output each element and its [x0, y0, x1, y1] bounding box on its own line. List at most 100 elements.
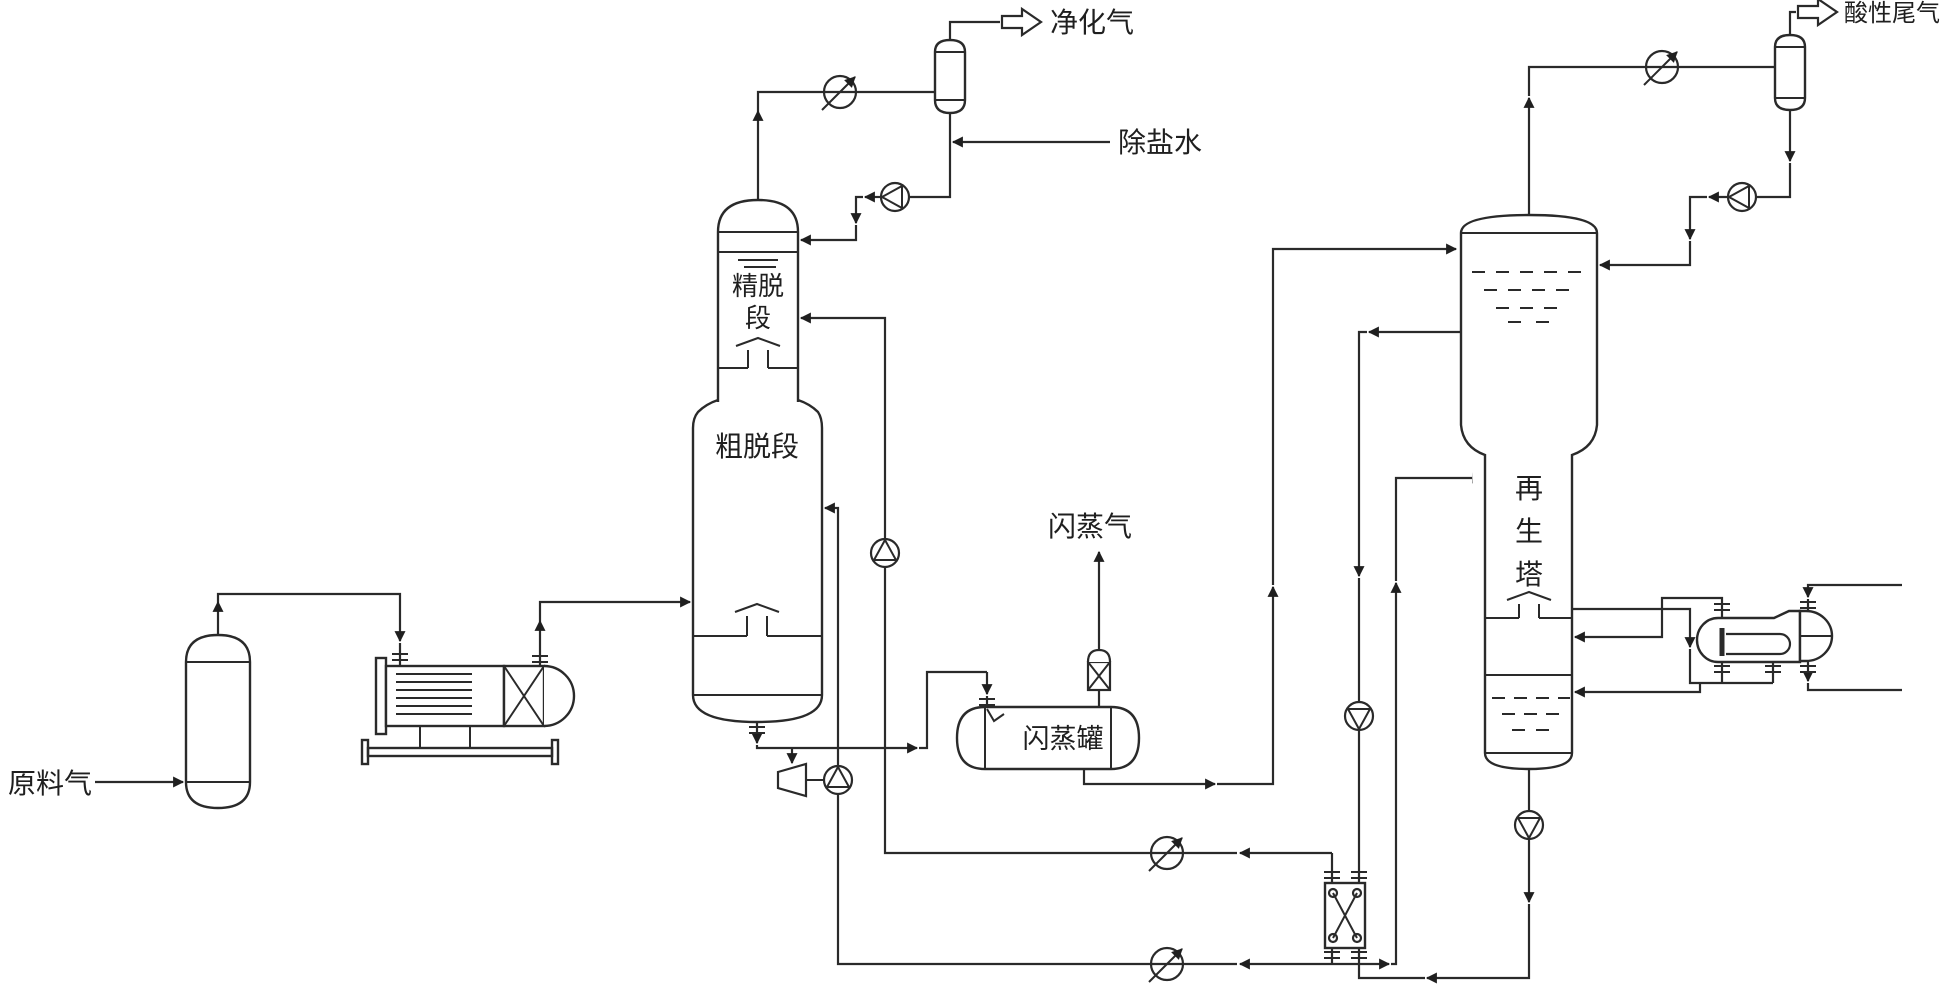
- compressor-base-flange-left: [360, 738, 370, 766]
- plate-hx-port: [1351, 932, 1363, 944]
- reflux-pot: [1773, 33, 1807, 112]
- knockout-drum: [184, 633, 252, 810]
- purified-gas-block-arrow-icon: [1000, 6, 1043, 38]
- semilean-downcomer: [1353, 330, 1367, 578]
- washwater-drop: [850, 195, 863, 225]
- pump-icon: [1513, 809, 1545, 841]
- regen-feed-entry: [1394, 472, 1484, 581]
- regen-label-2: 生: [1515, 516, 1543, 547]
- feed-gas-label: 原料气: [8, 768, 92, 799]
- compressor-base-flange-right: [550, 738, 560, 766]
- fine-section-label-1: 精脱: [732, 271, 784, 301]
- washwater-to-column: [799, 225, 858, 246]
- regen-label-1: 再: [1515, 473, 1543, 504]
- cooler-diagonal-arrow: [1148, 948, 1183, 983]
- plate-hx-port: [1327, 887, 1339, 899]
- piping-network: [95, 10, 1902, 984]
- regen-label-3: 塔: [1515, 559, 1543, 590]
- fine-section-tray-distributor: [718, 251, 798, 268]
- pump-triangle-down: [1346, 708, 1372, 732]
- purified-gas-label: 净化气: [1050, 7, 1134, 38]
- cooler-diagonal-arrow: [1148, 837, 1183, 872]
- reflux-pot-tangents: [1775, 46, 1805, 99]
- pump-triangle-up: [872, 537, 898, 561]
- regen-bottoms-pump: [1513, 809, 1545, 841]
- vent-fitting-x: [1087, 661, 1111, 691]
- reboiler-bottom-header: [1688, 649, 1773, 685]
- fine-section-chimney: [718, 336, 798, 369]
- semilean-west: [836, 794, 1237, 966]
- compressor-legs: [419, 726, 471, 748]
- acid-gas-block-arrow-icon: [1796, 0, 1839, 28]
- lean-solution-pump: [869, 537, 901, 569]
- regen-bottom-dish: [1483, 752, 1574, 771]
- pump-triangle-up: [825, 764, 851, 788]
- absorber-overhead-cooler: [821, 74, 858, 111]
- reboiler-feed: [1572, 607, 1696, 649]
- steam-supply: [1802, 583, 1902, 599]
- rich-line-a: [755, 745, 792, 750]
- reflux-to-vessel: [1598, 241, 1692, 271]
- pump-triangle-down: [1516, 817, 1542, 841]
- refluxpot-to-pump: [1756, 163, 1792, 199]
- section-transition: [691, 398, 824, 429]
- purified-gas-pot: [933, 38, 967, 115]
- purified-gas-line: [948, 20, 1000, 40]
- pump-icon: [869, 537, 901, 569]
- pump-icon: [822, 764, 854, 796]
- flash-drum-inlet-pipe: [986, 708, 1005, 723]
- regenerator: 再 生 塔: [1459, 213, 1599, 771]
- lean-to-fine-section: [799, 312, 887, 539]
- coarse-bottom-dish: [691, 694, 824, 724]
- pump-icon: [1343, 700, 1375, 732]
- flash-bottoms-riser: [1217, 585, 1279, 786]
- pump-icon: [1726, 181, 1758, 213]
- valve-ticks: [392, 601, 1816, 959]
- flash-gas-label: 闪蒸气: [1048, 511, 1132, 542]
- pump-icon: [879, 181, 911, 213]
- hydraulic-turbine-pump: [776, 762, 854, 798]
- lean-line-west: [883, 567, 1237, 855]
- cooler-diagonal-arrow: [821, 76, 856, 111]
- u-tube-bundle: [1726, 632, 1792, 656]
- plate-hx-x: [1332, 892, 1358, 939]
- kettle-reboiler: [1695, 609, 1834, 664]
- cooler-icon: [1644, 49, 1680, 85]
- semilean-cooler: [1148, 946, 1185, 983]
- reflux-pump: [1726, 181, 1758, 213]
- wash-water-pump: [879, 181, 911, 213]
- regen-chimney: [1485, 590, 1572, 619]
- regen-overhead-cooler: [1643, 49, 1680, 86]
- compressor-crossbox-x: [503, 665, 545, 727]
- wash-pot-tangents: [935, 51, 965, 101]
- semilean-pump: [1343, 700, 1375, 732]
- valve-tick-marks: [392, 601, 1816, 959]
- lean-bottoms-west: [1425, 904, 1531, 984]
- acid-tail-gas-label: 酸性尾气: [1844, 0, 1940, 27]
- coarse-section-chimney: [693, 602, 822, 637]
- regen-bottom-liquid-dashes: [1492, 697, 1570, 731]
- coarse-section-shell: [691, 428, 824, 695]
- flash-bottoms-entry: [1271, 243, 1458, 585]
- demin-water-label: 除盐水: [1118, 127, 1202, 158]
- compressor-flange-plate: [374, 656, 388, 736]
- wash-pot-shell: [933, 38, 967, 115]
- regen-overhead-line: [1527, 65, 1775, 96]
- cooler-icon: [1149, 835, 1185, 871]
- fine-section-shell: [716, 198, 800, 402]
- condensate-line: [1806, 683, 1902, 692]
- knockout-drum-tangent-lines: [186, 661, 250, 783]
- plate-heat-exchanger: [1323, 881, 1367, 950]
- coarse-section-label: 粗脱段: [715, 431, 799, 462]
- compressor-motor-fins: [396, 673, 472, 715]
- compressor: [360, 656, 576, 766]
- cooler-icon: [822, 74, 858, 110]
- flash-drum: 闪蒸罐: [955, 648, 1141, 771]
- compressor-base-rail: [366, 746, 554, 758]
- ko-to-compressor: [216, 592, 406, 643]
- cooler-diagonal-arrow: [1643, 51, 1678, 86]
- semilean-to-column: [823, 502, 840, 766]
- reboiler-liquid-return: [1573, 683, 1702, 698]
